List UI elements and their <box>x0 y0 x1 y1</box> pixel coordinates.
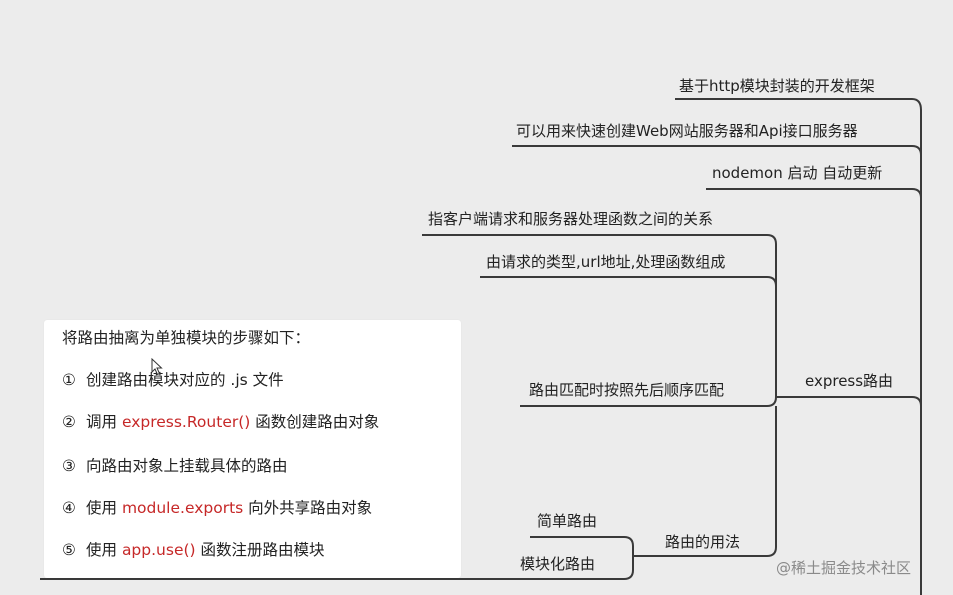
panel-title: 将路由抽离为单独模块的步骤如下： <box>62 329 311 347</box>
branch-express-routing[interactable]: express路由 <box>805 372 894 390</box>
step-number: ④ <box>62 499 76 517</box>
mouse-cursor-icon <box>151 358 163 376</box>
step-code: app.use() <box>121 541 196 559</box>
step-number: ⑤ <box>62 541 76 559</box>
step-4: ④ 使用 module.exports 向外共享路由对象 <box>62 496 372 518</box>
step-number: ② <box>62 413 76 431</box>
step-number: ① <box>62 371 76 389</box>
step-text: 调用 <box>86 413 122 431</box>
branch-http-module[interactable]: 基于http模块封装的开发框架 <box>679 77 875 95</box>
branch-matching[interactable]: 路由匹配时按照先后顺序匹配 <box>529 381 725 399</box>
watermark: @稀土掘金技术社区 <box>776 559 912 577</box>
step-text: 向路由对象上挂载具体的路由 <box>86 457 288 475</box>
branch-composition[interactable]: 由请求的类型,url地址,处理函数组成 <box>486 253 726 271</box>
branch-simple[interactable]: 简单路由 <box>537 512 598 530</box>
step-code: express.Router() <box>121 413 251 431</box>
step-text-after: 向外共享路由对象 <box>243 499 373 517</box>
step-text: 使用 <box>86 541 122 559</box>
step-3: ③ 向路由对象上挂载具体的路由 <box>62 454 288 476</box>
branch-web-api[interactable]: 可以用来快速创建Web网站服务器和Api接口服务器 <box>516 122 858 140</box>
branch-definition[interactable]: 指客户端请求和服务器处理函数之间的关系 <box>428 210 714 228</box>
step-text: 使用 <box>86 499 122 517</box>
branch-nodemon[interactable]: nodemon 启动 自动更新 <box>712 164 883 182</box>
step-code: module.exports <box>121 499 244 517</box>
router-steps-panel: 将路由抽离为单独模块的步骤如下： ① 创建路由模块对应的 .js 文件 ② 调用 e… <box>44 320 461 578</box>
step-text-after: 函数注册路由模块 <box>195 541 325 559</box>
branch-usage[interactable]: 路由的用法 <box>665 533 741 551</box>
step-5: ⑤ 使用 app.use() 函数注册路由模块 <box>62 538 325 560</box>
step-number: ③ <box>62 457 76 475</box>
step-2: ② 调用 express.Router() 函数创建路由对象 <box>62 410 379 432</box>
step-1: ① 创建路由模块对应的 .js 文件 <box>62 368 284 390</box>
step-text: 创建路由模块对应的 .js 文件 <box>86 371 284 389</box>
branch-modular[interactable]: 模块化路由 <box>520 555 596 573</box>
step-text-after: 函数创建路由对象 <box>250 413 380 431</box>
